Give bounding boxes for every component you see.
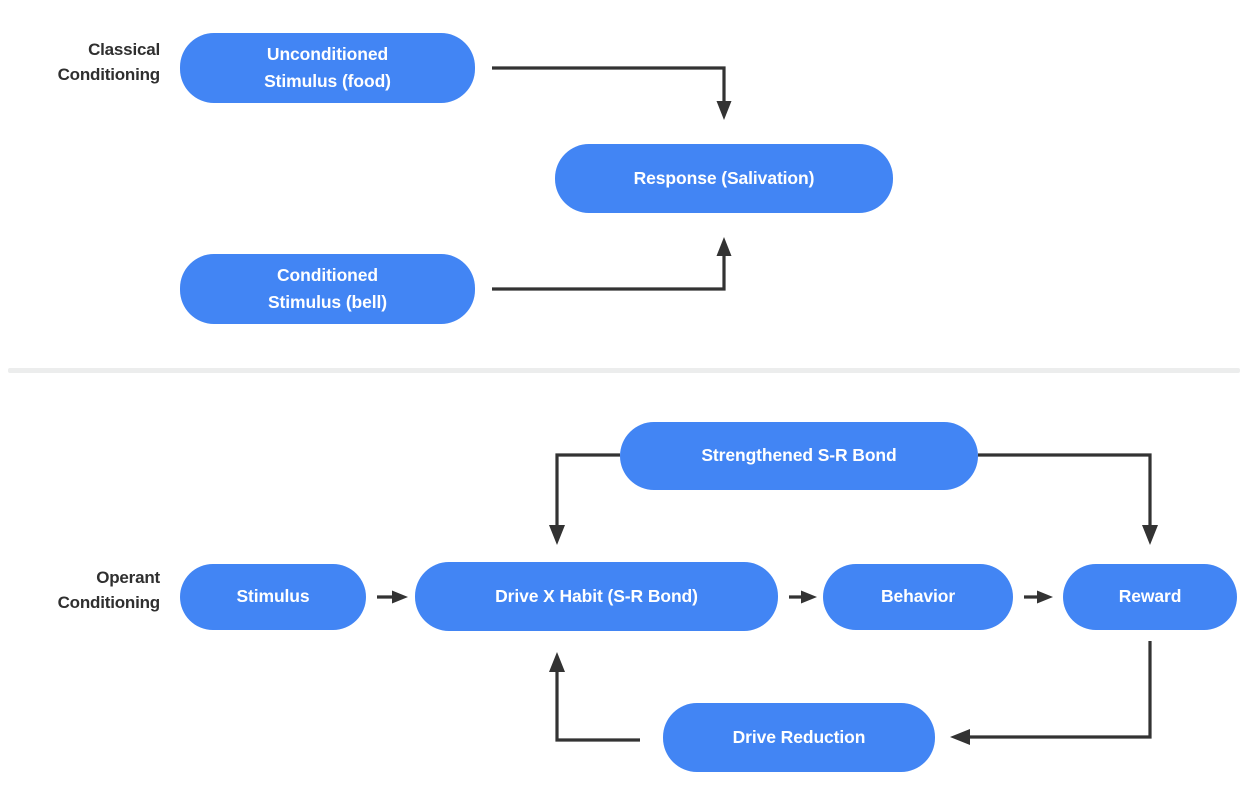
edge-behavior-to-reward [1024, 590, 1053, 604]
edge-strengthened-to-reward [978, 453, 1158, 545]
section-label-operant: Operant Conditioning [57, 568, 161, 612]
node-drive-x-habit[interactable]: Drive X Habit (S-R Bond) [415, 562, 778, 631]
node-unconditioned-stimulus[interactable]: Unconditioned Stimulus (food) [180, 33, 475, 103]
node-conditioned-stimulus[interactable]: Conditioned Stimulus (bell) [180, 254, 475, 324]
section-label-classical: Classical Conditioning [57, 40, 161, 84]
node-stimulus[interactable]: Stimulus [180, 564, 366, 630]
edge-strengthened-to-drive-habit [549, 453, 620, 545]
node-response-salivation[interactable]: Response (Salivation) [555, 144, 893, 213]
node-drive-reduction[interactable]: Drive Reduction [663, 703, 935, 772]
edge-drive-habit-to-behavior [789, 590, 817, 604]
node-reward[interactable]: Reward [1063, 564, 1237, 630]
edge-reward-to-drive-reduction [950, 641, 1152, 745]
edge-ucs-to-response [492, 66, 732, 120]
edge-cs-to-response [492, 237, 732, 291]
section-divider [8, 368, 1240, 373]
edge-stimulus-to-drive-habit [377, 590, 408, 604]
edge-drive-reduction-to-drive-habit [549, 652, 640, 742]
node-behavior[interactable]: Behavior [823, 564, 1013, 630]
node-strengthened-sr-bond[interactable]: Strengthened S-R Bond [620, 422, 978, 490]
